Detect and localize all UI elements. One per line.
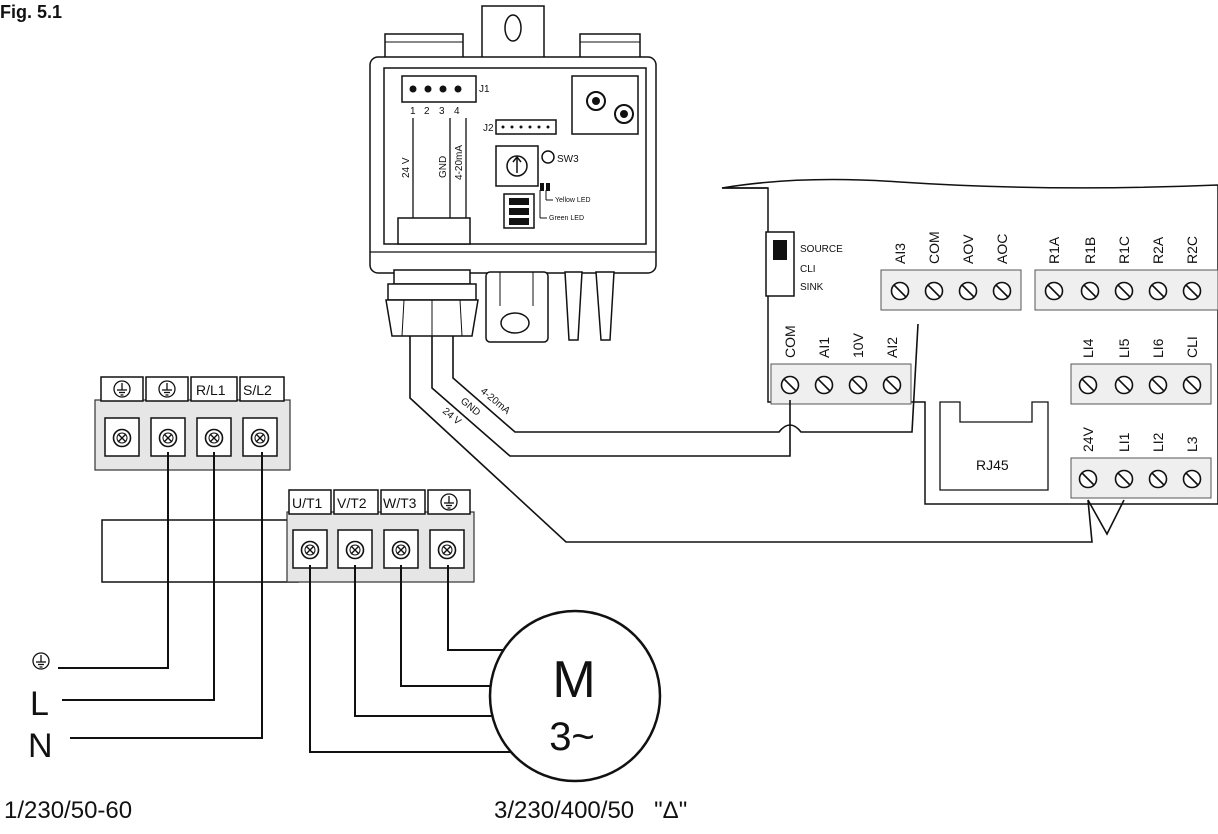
terminal-li4: LI4 — [1080, 338, 1096, 358]
rj45-label: RJ45 — [976, 457, 1009, 473]
terminal-10v: 10V — [850, 332, 866, 358]
terminal-l3: L3 — [1184, 436, 1200, 452]
sw3-label: SW3 — [557, 154, 579, 165]
terminal-li5: LI5 — [1116, 338, 1132, 358]
j1-pin-2: 2 — [424, 106, 430, 117]
j1-pin-3: 3 — [439, 106, 445, 117]
terminal-li2: LI2 — [1150, 432, 1166, 452]
sensor-module: J1 1 2 3 4 24 V GND 4-20mA J2 SW3 — [369, 5, 657, 343]
ground-icon — [440, 493, 458, 511]
terminal-r1a: R1A — [1046, 236, 1062, 264]
terminal-com-top: COM — [926, 231, 942, 264]
controller-board: SOURCE CLI SINK AI3 COM AOV AOC R1A R1B … — [721, 178, 1218, 505]
terminal-r1b: R1B — [1082, 237, 1098, 264]
screw-terminal-icon — [112, 428, 132, 448]
terminal-r-l1: R/L1 — [196, 382, 226, 398]
line-label: L — [30, 685, 49, 723]
terminal-r1c: R1C — [1116, 236, 1132, 264]
mains-wiring — [58, 452, 263, 739]
motor-terminal-block: U/T1 V/T2 W/T3 — [286, 489, 475, 583]
screw-terminal-icon — [158, 428, 178, 448]
motor-spec: 3/230/400/50 "Δ" — [494, 797, 687, 824]
terminal-ai1: AI1 — [816, 337, 832, 358]
j1-pin-4: 4 — [454, 106, 460, 117]
switch-label-cli: CLI — [800, 264, 816, 275]
switch-label-sink: SINK — [800, 282, 824, 293]
j2-label: J2 — [483, 123, 494, 134]
terminal-r2c: R2C — [1184, 236, 1200, 264]
led-icon — [539, 183, 553, 219]
pin-label-24v: 24 V — [401, 157, 412, 178]
terminal-r2a: R2A — [1150, 236, 1166, 264]
figure-title: Fig. 5.1 — [0, 2, 62, 22]
ground-icon — [158, 380, 176, 398]
terminal-v-t2: V/T2 — [337, 495, 367, 511]
neutral-label: N — [28, 727, 53, 765]
yellow-led-label: Yellow LED — [555, 197, 591, 204]
terminal-24v: 24V — [1080, 426, 1096, 452]
ground-icon — [32, 652, 50, 670]
terminal-com: COM — [782, 325, 798, 358]
screw-terminal-icon — [391, 540, 411, 560]
motor-letter: M — [552, 651, 595, 709]
terminal-aov: AOV — [960, 234, 976, 264]
j1-label: J1 — [479, 84, 490, 95]
cable-label-24v: 24 V — [440, 406, 463, 428]
motor-icon — [488, 609, 662, 783]
power-terminal-block: R/L1 S/L2 — [94, 376, 291, 471]
screw-terminal-icon — [345, 540, 365, 560]
screw-terminal-icon — [250, 428, 270, 448]
cable-label-4-20ma: 4-20mA — [478, 386, 512, 417]
terminal-u-t1: U/T1 — [292, 495, 323, 511]
motor-phase: 3~ — [549, 715, 595, 759]
ground-icon — [113, 380, 131, 398]
potentiometer-icon — [495, 145, 539, 187]
drive-housing — [101, 519, 299, 583]
terminal-ai3: AI3 — [892, 243, 908, 264]
terminal-s-l2: S/L2 — [243, 382, 272, 398]
motor-wiring — [309, 565, 520, 753]
screw-terminal-icon — [437, 540, 457, 560]
terminal-li1: LI1 — [1116, 432, 1132, 452]
pin-label-gnd: GND — [438, 156, 449, 178]
terminal-aoc: AOC — [994, 234, 1010, 264]
terminal-ai2: AI2 — [884, 337, 900, 358]
switch-label-source: SOURCE — [800, 244, 843, 255]
terminal-cli: CLI — [1184, 336, 1200, 358]
terminal-w-t3: W/T3 — [383, 495, 417, 511]
pin-label-4-20ma: 4-20mA — [454, 145, 465, 180]
j1-pin-1: 1 — [410, 106, 416, 117]
screw-terminal-icon — [300, 540, 320, 560]
terminal-li6: LI6 — [1150, 338, 1166, 358]
screw-terminal-icon — [204, 428, 224, 448]
supply-spec: 1/230/50-60 — [4, 797, 132, 824]
green-led-label: Green LED — [549, 215, 584, 222]
